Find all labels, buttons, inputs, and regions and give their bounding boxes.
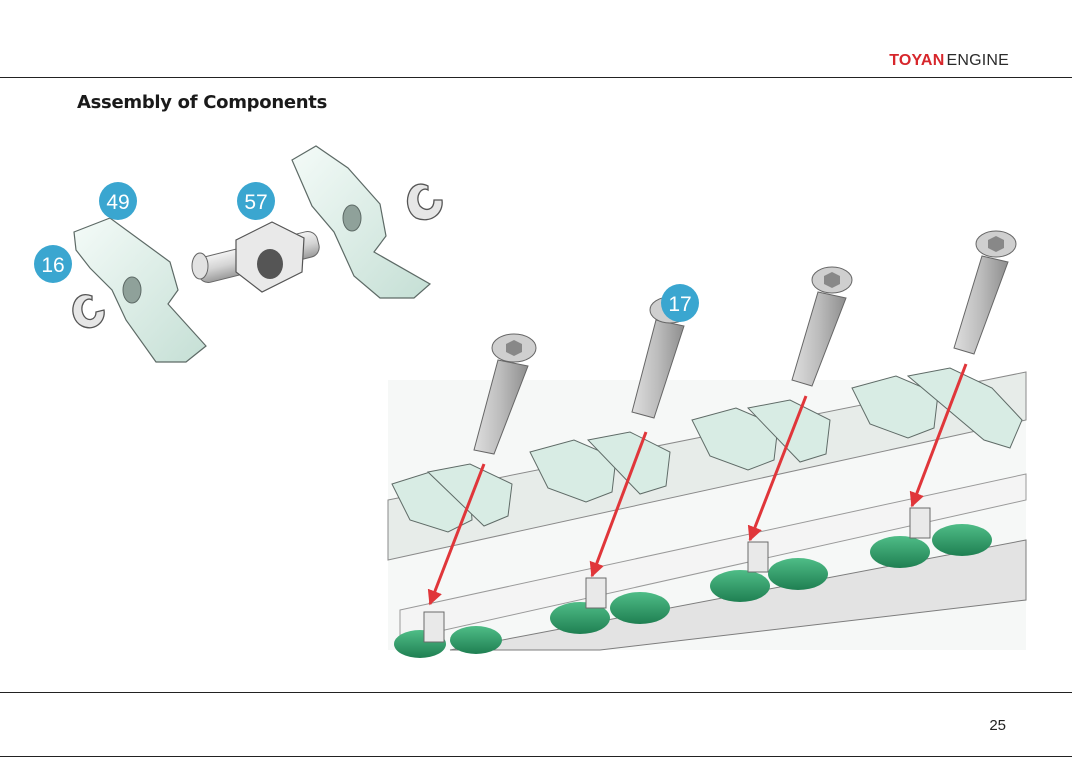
circlip-right — [407, 184, 442, 220]
tappet — [910, 508, 930, 538]
cam-lobe — [450, 626, 502, 654]
circlip-left — [73, 295, 104, 328]
rocker-arm-right-hole — [343, 205, 361, 231]
footer-divider — [0, 692, 1072, 693]
bolt — [792, 267, 852, 386]
cam-lobe — [870, 536, 930, 568]
cam-lobe — [610, 592, 670, 624]
cam-lobe — [768, 558, 828, 590]
exploded-parts — [73, 146, 442, 362]
cam-lobe — [932, 524, 992, 556]
callout-label-16: 16 — [41, 254, 64, 277]
page-number: 25 — [989, 717, 1006, 734]
callout-label-57: 57 — [244, 191, 267, 214]
rocker-arm-left-hole — [123, 277, 141, 303]
callout-badge-49: 49 — [99, 182, 137, 220]
callout-badge-17: 17 — [661, 284, 699, 322]
assembled-view — [388, 231, 1026, 658]
tappet — [424, 612, 444, 642]
callout-label-49: 49 — [106, 191, 129, 214]
callout-badge-57: 57 — [237, 182, 275, 220]
tappet — [748, 542, 768, 572]
callout-label-17: 17 — [668, 293, 691, 316]
bottom-border — [0, 756, 1072, 757]
bolt — [954, 231, 1016, 354]
cam-lobe — [710, 570, 770, 602]
callout-badge-16: 16 — [34, 245, 72, 283]
tappet — [586, 578, 606, 608]
pivot-shaft-end-left — [192, 253, 208, 279]
pivot-shaft-block-hole — [257, 249, 283, 279]
